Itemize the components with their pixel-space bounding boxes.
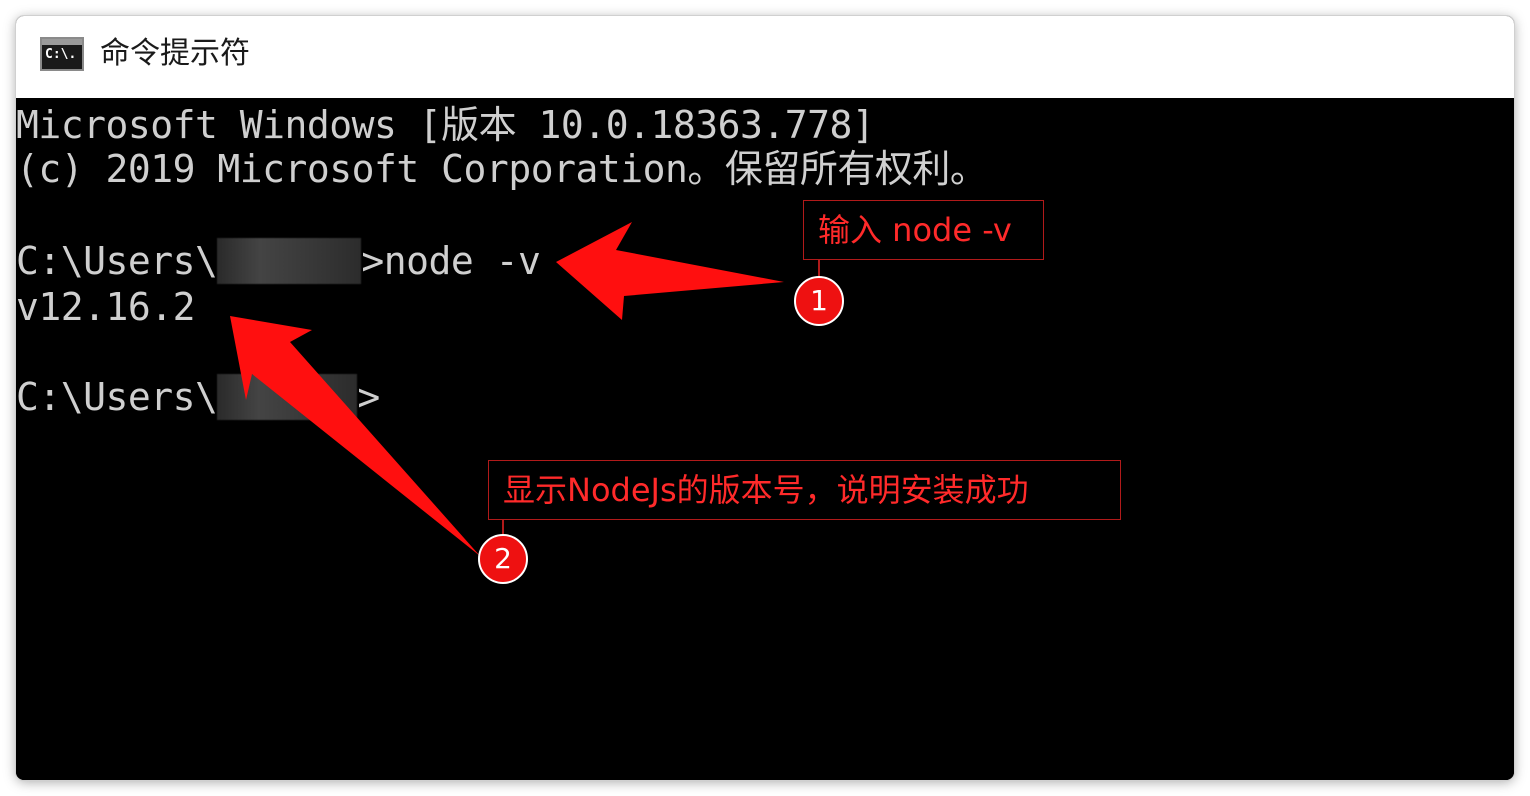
redacted-username [217,238,362,284]
step-badge-2: 2 [478,534,528,584]
prompt-prefix: C:\Users\ [16,239,218,283]
typed-command: >node -v [361,239,541,283]
title-bar[interactable]: C:\. 命令提示符 [16,16,1514,98]
callout-version-success: 显示NodeJs的版本号，说明安装成功 [488,460,1121,520]
console-line-node-version: v12.16.2 [16,285,196,329]
prompt-suffix: > [357,375,380,419]
step-badge-1: 1 [794,276,844,326]
window-title: 命令提示符 [100,36,250,71]
console-output[interactable]: Microsoft Windows [版本 10.0.18363.778] (c… [16,98,1514,780]
prompt-prefix-2: C:\Users\ [16,375,218,419]
cmd-window: C:\. 命令提示符 Microsoft Windows [版本 10.0.18… [16,16,1514,780]
redacted-username-2 [217,374,358,420]
callout-input-command: 输入 node -v [803,200,1044,260]
cmd-icon: C:\. [40,37,84,71]
callout-1-leader [818,260,820,282]
callout-2-leader [502,520,504,538]
console-line-version: Microsoft Windows [版本 10.0.18363.778] [16,103,875,147]
cmd-icon-bar [42,39,82,45]
console-line-prompt: C:\Users\ > [16,374,380,420]
console-line-copyright: (c) 2019 Microsoft Corporation。保留所有权利。 [16,147,988,191]
console-line-command: C:\Users\ >node -v [16,238,541,284]
cmd-icon-text: C:\. [45,47,77,62]
